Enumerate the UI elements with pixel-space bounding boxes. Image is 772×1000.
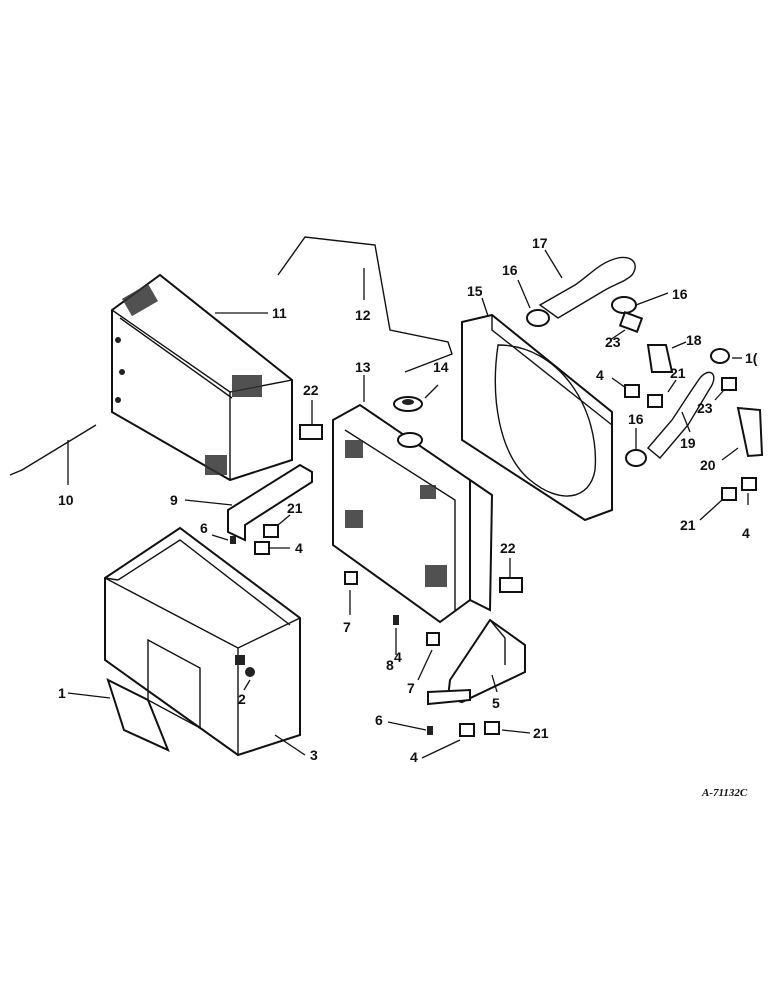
callout-16c: 16 <box>628 411 644 427</box>
callout-17: 17 <box>532 235 548 251</box>
part-19-lower-hose <box>647 371 715 459</box>
callout-21d: 21 <box>533 725 549 741</box>
callout-4b: 4 <box>596 367 604 383</box>
part-16-clamps <box>517 279 742 467</box>
part-3-enclosure <box>104 526 306 757</box>
part-12-seal-strip <box>277 236 453 373</box>
part-15-fan-shroud <box>461 297 613 522</box>
callout-4a: 4 <box>295 540 303 556</box>
callout-16d: 1( <box>745 350 758 366</box>
callout-labels: 1 2 3 4 4 4 4 4 5 6 6 7 7 8 9 10 11 12 1… <box>58 235 758 765</box>
part-13-radiator <box>332 375 494 624</box>
callout-21a: 21 <box>287 500 303 516</box>
reference-code: A-71132C <box>701 787 748 799</box>
part-10-rod <box>9 424 97 485</box>
part-20-bracket <box>721 406 764 461</box>
callout-23a: 23 <box>605 334 621 350</box>
callout-12: 12 <box>355 307 371 323</box>
callout-18: 18 <box>686 332 702 348</box>
callout-8: 8 <box>386 657 394 673</box>
callout-4d: 4 <box>410 749 418 765</box>
callout-22b: 22 <box>500 540 516 556</box>
callout-7a: 7 <box>343 619 351 635</box>
callout-10: 10 <box>58 492 74 508</box>
callout-13: 13 <box>355 359 371 375</box>
part-22-brackets <box>299 400 523 593</box>
callout-19: 19 <box>680 435 696 451</box>
callout-15: 15 <box>467 283 483 299</box>
part-14-radiator-cap <box>393 384 439 412</box>
small-parts-left <box>211 514 291 555</box>
part-1-panel <box>67 678 170 752</box>
part-17-upper-hose <box>538 249 636 319</box>
small-parts-bottom <box>387 721 531 759</box>
callout-20: 20 <box>700 457 716 473</box>
part-5-lower-bracket <box>427 618 526 706</box>
callout-1: 1 <box>58 685 66 701</box>
callout-11: 11 <box>272 305 287 321</box>
callout-21b: 21 <box>670 365 686 381</box>
callout-4e: 4 <box>394 649 402 665</box>
small-parts-right-edge <box>699 477 757 521</box>
callout-2: 2 <box>238 691 246 707</box>
callout-5: 5 <box>492 695 500 711</box>
callout-9: 9 <box>170 492 178 508</box>
callout-23b: 23 <box>697 400 713 416</box>
callout-16b: 16 <box>672 286 688 302</box>
part-11-grille-shell <box>111 273 293 482</box>
part-9-support-rail <box>184 463 313 542</box>
callout-21c: 21 <box>680 517 696 533</box>
part-2-latch <box>243 667 255 691</box>
callout-7b: 7 <box>407 680 415 696</box>
callout-3: 3 <box>310 747 318 763</box>
callout-6a: 6 <box>200 520 208 536</box>
callout-14: 14 <box>433 359 449 375</box>
small-brackets-right <box>609 311 737 408</box>
parts-7-8 <box>344 571 440 681</box>
callout-4c: 4 <box>742 525 750 541</box>
callout-16a: 16 <box>502 262 518 278</box>
callout-22a: 22 <box>303 382 319 398</box>
callout-6b: 6 <box>375 712 383 728</box>
